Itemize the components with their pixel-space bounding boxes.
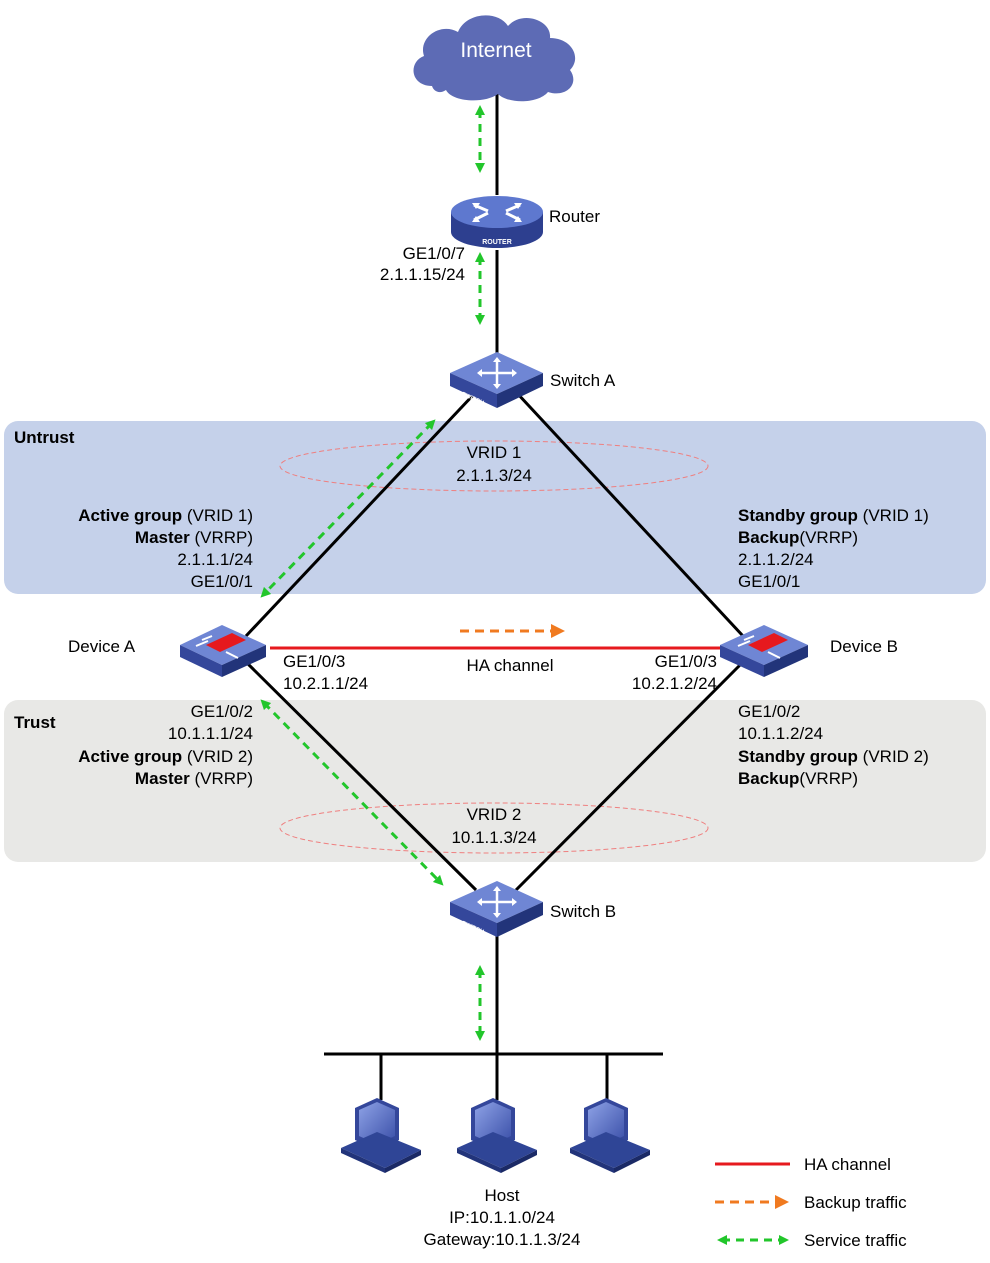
device-a-down-port: GE1/0/2 — [191, 702, 253, 721]
device-b-down-port: GE1/0/2 — [738, 702, 800, 721]
ha-channel-label: HA channel — [467, 656, 554, 675]
device-b-ha-port: GE1/0/3 — [655, 652, 717, 671]
device-b-down-group: Standby group (VRID 2) — [738, 747, 929, 766]
legend-backup-label: Backup traffic — [804, 1193, 907, 1212]
device-a-up-ip: 2.1.1.1/24 — [177, 550, 253, 569]
device-b-up-ip: 2.1.1.2/24 — [738, 550, 814, 569]
untrust-zone-label: Untrust — [14, 428, 75, 447]
host-ip: IP:10.1.1.0/24 — [449, 1208, 555, 1227]
pc-icon — [341, 1098, 421, 1173]
trust-zone — [4, 700, 986, 862]
switch-b-label: Switch B — [550, 902, 616, 921]
switch-icon — [450, 881, 543, 937]
router-port: GE1/0/7 — [403, 244, 465, 263]
device-a-down-role: Master (VRRP) — [135, 769, 253, 788]
internet-label: Internet — [460, 39, 531, 62]
cloud-icon — [413, 15, 576, 102]
device-a-label: Device A — [68, 637, 136, 656]
device-b-down-ip: 10.1.1.2/24 — [738, 724, 823, 743]
link-switch-a-device-b — [514, 390, 745, 638]
device-a-up-port: GE1/0/1 — [191, 572, 253, 591]
legend: HA channel Backup traffic Service traffi… — [715, 1155, 907, 1250]
firewall-icon — [720, 625, 808, 677]
device-b-label: Device B — [830, 637, 898, 656]
firewall-icon — [180, 625, 266, 677]
legend-ha-label: HA channel — [804, 1155, 891, 1174]
device-a-down-group: Active group (VRID 2) — [78, 747, 253, 766]
link-device-b-switch-b — [514, 660, 745, 892]
pc-icon — [570, 1098, 650, 1173]
service-arrow-untrust — [260, 419, 436, 598]
router-label: Router — [549, 207, 600, 226]
host-gateway: Gateway:10.1.1.3/24 — [424, 1230, 581, 1249]
device-b-down-role: Backup(VRRP) — [738, 769, 858, 788]
host-label: Host — [485, 1186, 520, 1205]
device-b-up-port: GE1/0/1 — [738, 572, 800, 591]
device-a-down-ip: 10.1.1.1/24 — [168, 724, 253, 743]
vrid1-label: VRID 1 — [467, 443, 522, 462]
trust-zone-label: Trust — [14, 713, 56, 732]
legend-service-label: Service traffic — [804, 1231, 907, 1250]
router-ip: 2.1.1.15/24 — [380, 265, 465, 284]
switch-icon — [450, 352, 543, 408]
router-icon — [451, 196, 543, 248]
device-a-up-role: Master (VRRP) — [135, 528, 253, 547]
switch-a-label: Switch A — [550, 371, 616, 390]
router-badge: ROUTER — [482, 239, 512, 246]
device-b-ha-ip: 10.2.1.2/24 — [632, 674, 717, 693]
device-a-ha-port: GE1/0/3 — [283, 652, 345, 671]
device-a-up-group: Active group (VRID 1) — [78, 506, 253, 525]
vrid2-label: VRID 2 — [467, 805, 522, 824]
vrid1-vip: 2.1.1.3/24 — [456, 466, 532, 485]
device-a-ha-ip: 10.2.1.1/24 — [283, 674, 368, 693]
pc-icon — [457, 1098, 537, 1173]
device-b-up-role: Backup(VRRP) — [738, 528, 858, 547]
vrid2-vip: 10.1.1.3/24 — [451, 828, 536, 847]
device-b-up-group: Standby group (VRID 1) — [738, 506, 929, 525]
untrust-zone — [4, 421, 986, 594]
